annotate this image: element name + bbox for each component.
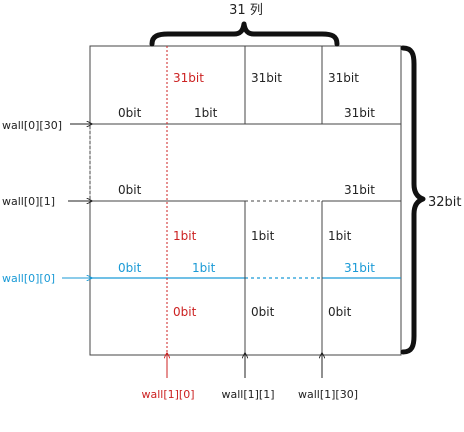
cell-label-r3-c3: 0bit bbox=[328, 305, 352, 319]
bit-label-w30-0: 0bit bbox=[118, 106, 142, 120]
right-brace bbox=[400, 45, 426, 355]
bit-label-w0-1: 1bit bbox=[192, 261, 216, 275]
col-label-wall-1-1: wall[1][1] bbox=[221, 388, 274, 401]
bit-label-w1-0: 0bit bbox=[118, 183, 142, 197]
columns-label: 31 列 bbox=[229, 3, 263, 18]
row-label-wall-0-0: wall[0][0] bbox=[2, 272, 55, 285]
bit-label-w0-0: 0bit bbox=[118, 261, 142, 275]
cell-label-r2-c1: 1bit bbox=[173, 229, 197, 243]
top-brace bbox=[149, 21, 340, 47]
cell-label-r2-c2: 1bit bbox=[251, 229, 275, 243]
cell-label-r0-c1: 31bit bbox=[173, 71, 204, 85]
cell-label-r3-c2: 0bit bbox=[251, 305, 275, 319]
col-label-wall-1-0: wall[1][0] bbox=[141, 388, 194, 401]
col-label-wall-1-30: wall[1][30] bbox=[298, 388, 358, 401]
cell-label-r0-c3: 31bit bbox=[328, 71, 359, 85]
cell-label-r0-c2: 31bit bbox=[251, 71, 282, 85]
cell-label-r2-c3: 1bit bbox=[328, 229, 352, 243]
bit-label-w1-31: 31bit bbox=[344, 183, 375, 197]
cell-label-r3-c1: 0bit bbox=[173, 305, 197, 319]
bit-label-w30-31: 31bit bbox=[344, 106, 375, 120]
rows-label: 32bit bbox=[428, 195, 462, 210]
row-label-wall-0-1: wall[0][1] bbox=[2, 195, 55, 208]
bit-label-w0-31: 31bit bbox=[344, 261, 375, 275]
row-label-wall-0-30: wall[0][30] bbox=[2, 119, 62, 132]
bit-label-w30-1: 1bit bbox=[194, 106, 218, 120]
